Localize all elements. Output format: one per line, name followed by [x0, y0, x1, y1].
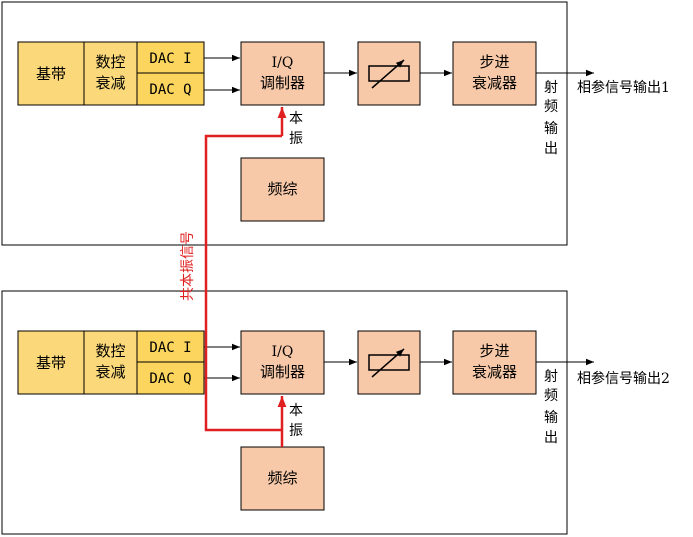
frequency-synth-label-1: 频综 [267, 180, 297, 198]
iq-modulator-block-2: I/Q 调制器 [240, 330, 325, 395]
iq-modulator-block: I/Q 调制器 [240, 41, 325, 106]
frequency-synth-block-2: 频综 [240, 446, 325, 511]
channel-1-frame [1, 1, 568, 246]
svg-text:本: 本 [289, 403, 303, 419]
frequency-synth-block-1: 频综 [240, 157, 325, 222]
shared-lo-label: 共本振信号 [180, 231, 196, 301]
variable-attenuator-icon [368, 59, 410, 89]
iq-modulator-label-line1: I/Q [272, 55, 294, 71]
svg-text:数控: 数控 [95, 342, 125, 360]
svg-text:本: 本 [289, 111, 303, 127]
svg-text:调制器: 调制器 [260, 363, 305, 381]
dac-i-block-2: DAC I [136, 330, 205, 363]
output-label-2: 相参信号输出2 [577, 370, 670, 387]
channel-2: 基带 数控 衰减 DAC I DAC Q I/Q 调制器 [1, 290, 670, 535]
svg-text:步进: 步进 [479, 342, 509, 360]
step-attenuator-label-line1: 步进 [479, 53, 509, 71]
digital-attenuator-block-2: 数控 衰减 [83, 330, 138, 395]
baseband-block-2: 基带 [17, 330, 85, 395]
svg-text:输: 输 [544, 121, 558, 137]
svg-text:出: 出 [544, 430, 558, 446]
dac-i-label: DAC I [149, 51, 191, 67]
step-attenuator-block-2: 步进 衰减器 [452, 330, 537, 395]
svg-text:衰减: 衰减 [95, 363, 125, 381]
dac-q-label: DAC Q [149, 82, 191, 98]
rf-output-label-1: 射 频 输 出 [544, 80, 558, 157]
step-attenuator-label-line2: 衰减器 [472, 74, 517, 92]
digital-attenuator-label-line1: 数控 [95, 53, 125, 71]
svg-text:输: 输 [544, 410, 558, 426]
svg-text:振: 振 [289, 131, 303, 147]
digital-attenuator-block: 数控 衰减 [83, 41, 138, 106]
dac-q-block: DAC Q [136, 72, 205, 106]
variable-attenuator-block [357, 41, 421, 106]
svg-text:DAC I: DAC I [149, 340, 191, 356]
shared-lo-path: 共本振信号 [180, 107, 287, 447]
lo-label-1: 本 振 [289, 111, 303, 147]
baseband-label: 基带 [36, 65, 66, 83]
variable-attenuator-icon [368, 348, 410, 378]
svg-text:频: 频 [544, 99, 558, 115]
output-label-1: 相参信号输出1 [577, 79, 670, 96]
dac-q-block-2: DAC Q [136, 361, 205, 395]
svg-text:DAC Q: DAC Q [149, 371, 191, 387]
svg-text:射: 射 [544, 369, 558, 385]
svg-text:I/Q: I/Q [272, 344, 294, 360]
svg-text:振: 振 [289, 423, 303, 439]
baseband-label-2: 基带 [36, 354, 66, 372]
baseband-block: 基带 [17, 41, 85, 106]
rf-output-label-2: 射 频 输 出 [544, 369, 558, 446]
iq-modulator-label-line2: 调制器 [260, 74, 305, 92]
channel-1: 基带 数控 衰减 DAC I DAC Q I/Q 调制器 [1, 1, 670, 246]
svg-text:出: 出 [544, 141, 558, 157]
dac-i-block: DAC I [136, 41, 205, 74]
channel-2-frame [1, 290, 568, 535]
shared-lo-route [204, 134, 282, 432]
svg-text:衰减器: 衰减器 [472, 363, 517, 381]
svg-text:频综: 频综 [267, 469, 297, 487]
svg-text:频: 频 [544, 388, 558, 404]
lo-label-2: 本 振 [289, 403, 303, 439]
step-attenuator-block: 步进 衰减器 [452, 41, 537, 106]
digital-attenuator-label-line2: 衰减 [95, 74, 125, 92]
svg-text:射: 射 [544, 80, 558, 96]
variable-attenuator-block-2 [357, 330, 421, 395]
